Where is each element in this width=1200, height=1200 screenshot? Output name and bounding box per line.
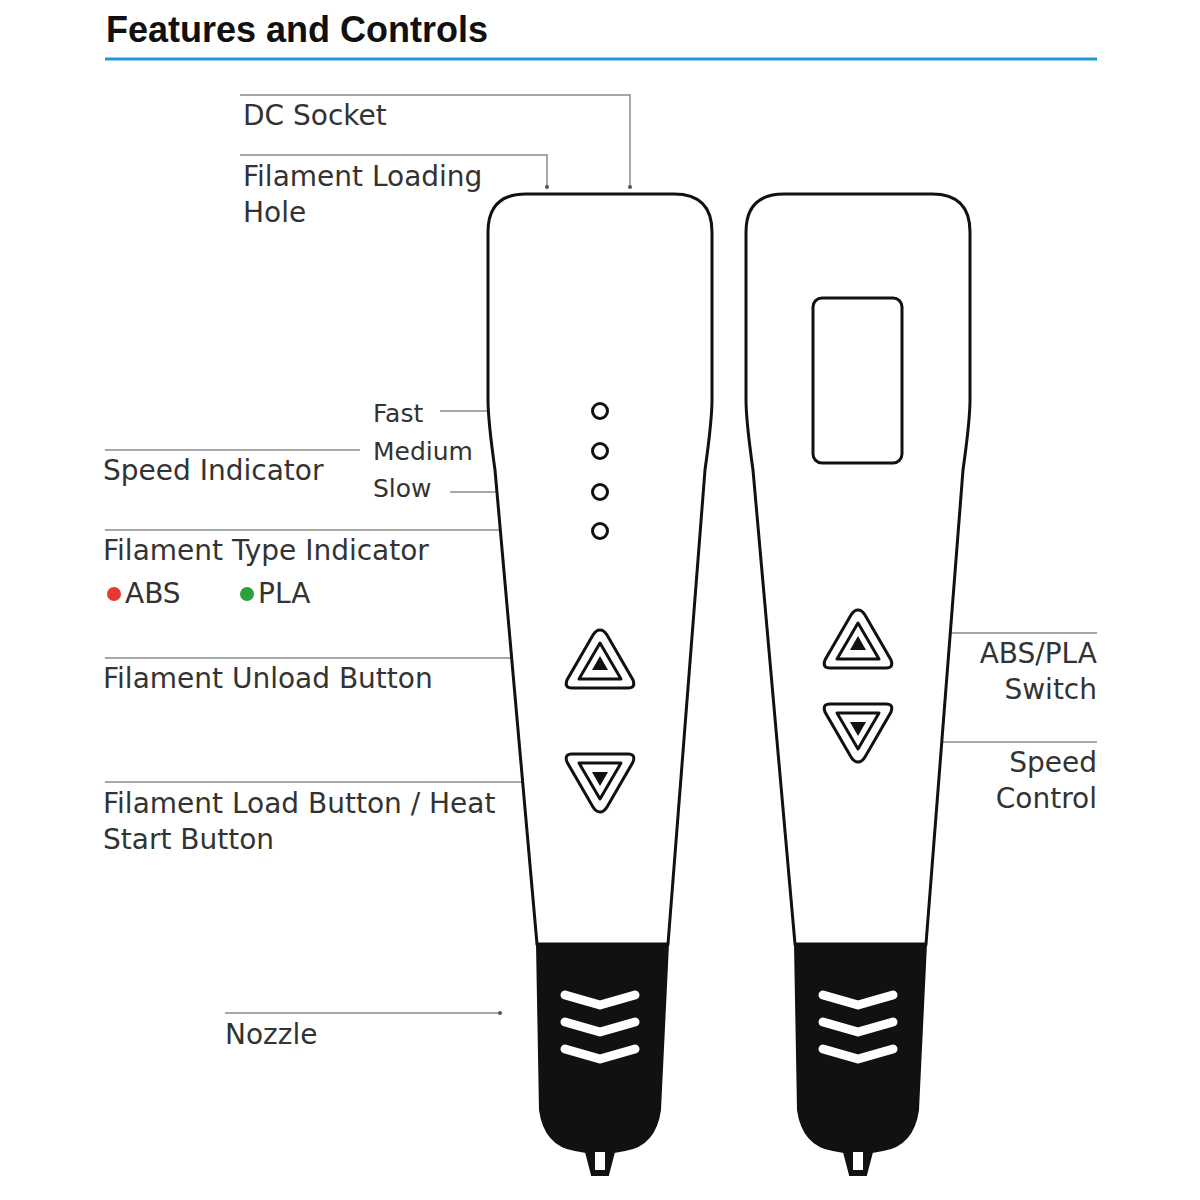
part-label: Filament Type Indicator: [103, 533, 429, 569]
part-label: Speed Indicator: [103, 453, 323, 489]
legend-item: PLA: [240, 576, 310, 612]
legend-swatch: [240, 587, 254, 601]
part-label: Fast: [373, 399, 423, 429]
legend-text: PLA: [258, 576, 310, 612]
legend-swatch: [107, 587, 121, 601]
part-label: Filament Loading Hole: [243, 159, 493, 231]
indicator-leds: [593, 404, 608, 539]
pen-front: [488, 194, 712, 1175]
page-title: Features and Controls: [106, 9, 488, 51]
part-label: ABS/PLA Switch: [927, 636, 1097, 708]
part-label: Medium: [373, 437, 473, 467]
speed-control-button: [824, 704, 892, 762]
part-label: Nozzle: [225, 1017, 317, 1053]
legend-text: ABS: [125, 576, 181, 612]
part-label: Filament Load Button / Heat Start Button: [103, 786, 498, 858]
part-label: Slow: [373, 474, 432, 504]
abs-pla-switch: [824, 610, 892, 668]
part-label: DC Socket: [243, 98, 387, 134]
part-label: Filament Unload Button: [103, 661, 433, 697]
display-window: [813, 298, 902, 463]
pen-back: [746, 194, 970, 1175]
unload-button: [566, 630, 634, 688]
part-label: Speed Control: [947, 745, 1097, 817]
load-button: [566, 754, 634, 812]
title-rule: [105, 58, 1097, 61]
legend-item: ABS: [107, 576, 181, 612]
